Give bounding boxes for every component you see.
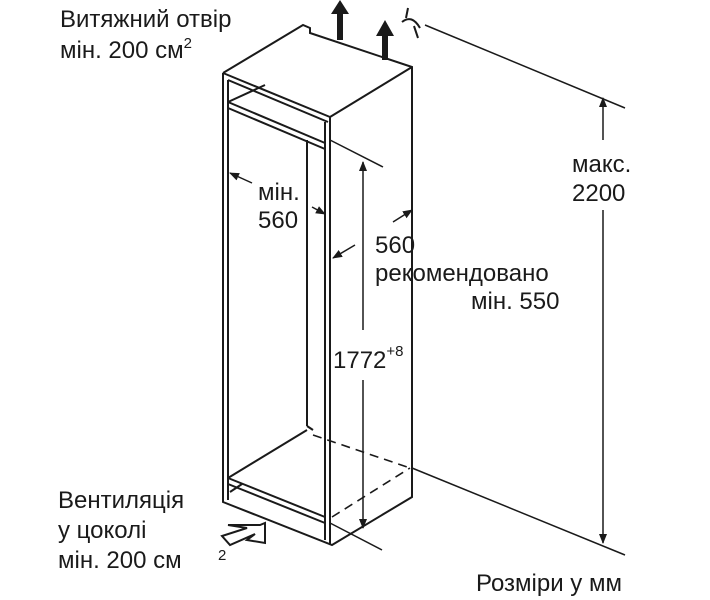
width-min-label: мін. — [258, 179, 300, 206]
height-label: 1772+8 — [333, 343, 404, 374]
exhaust-label-line1: Витяжний отвір — [60, 6, 231, 33]
vent-label-sup: 2 — [218, 547, 226, 564]
width-dimension — [229, 172, 326, 215]
vent-label-line3: мін. 200 см — [58, 547, 182, 574]
max-value: 2200 — [572, 180, 625, 207]
vent-label-line1: Вентиляція — [58, 487, 184, 514]
max-height-dimension — [411, 24, 626, 556]
units-note: Розміри у мм — [476, 570, 622, 597]
max-label: макс. — [572, 151, 631, 178]
depth-dimension — [332, 209, 413, 259]
width-min-value: 560 — [258, 207, 298, 234]
exhaust-label-line2: мін. 200 см2 — [60, 35, 192, 64]
depth-value: 560 — [375, 232, 415, 259]
niche-outline — [222, 23, 413, 547]
depth-min: мін. 550 — [471, 288, 559, 315]
vent-arrow-icon — [220, 521, 266, 547]
height-dimension — [329, 139, 384, 551]
vent-label-line2: у цоколі — [58, 517, 146, 544]
up-arrow-icon — [331, 0, 349, 40]
exhaust-arrows — [331, 0, 421, 60]
depth-recommended: рекомендовано — [375, 260, 549, 287]
up-arrow-icon — [376, 20, 394, 60]
